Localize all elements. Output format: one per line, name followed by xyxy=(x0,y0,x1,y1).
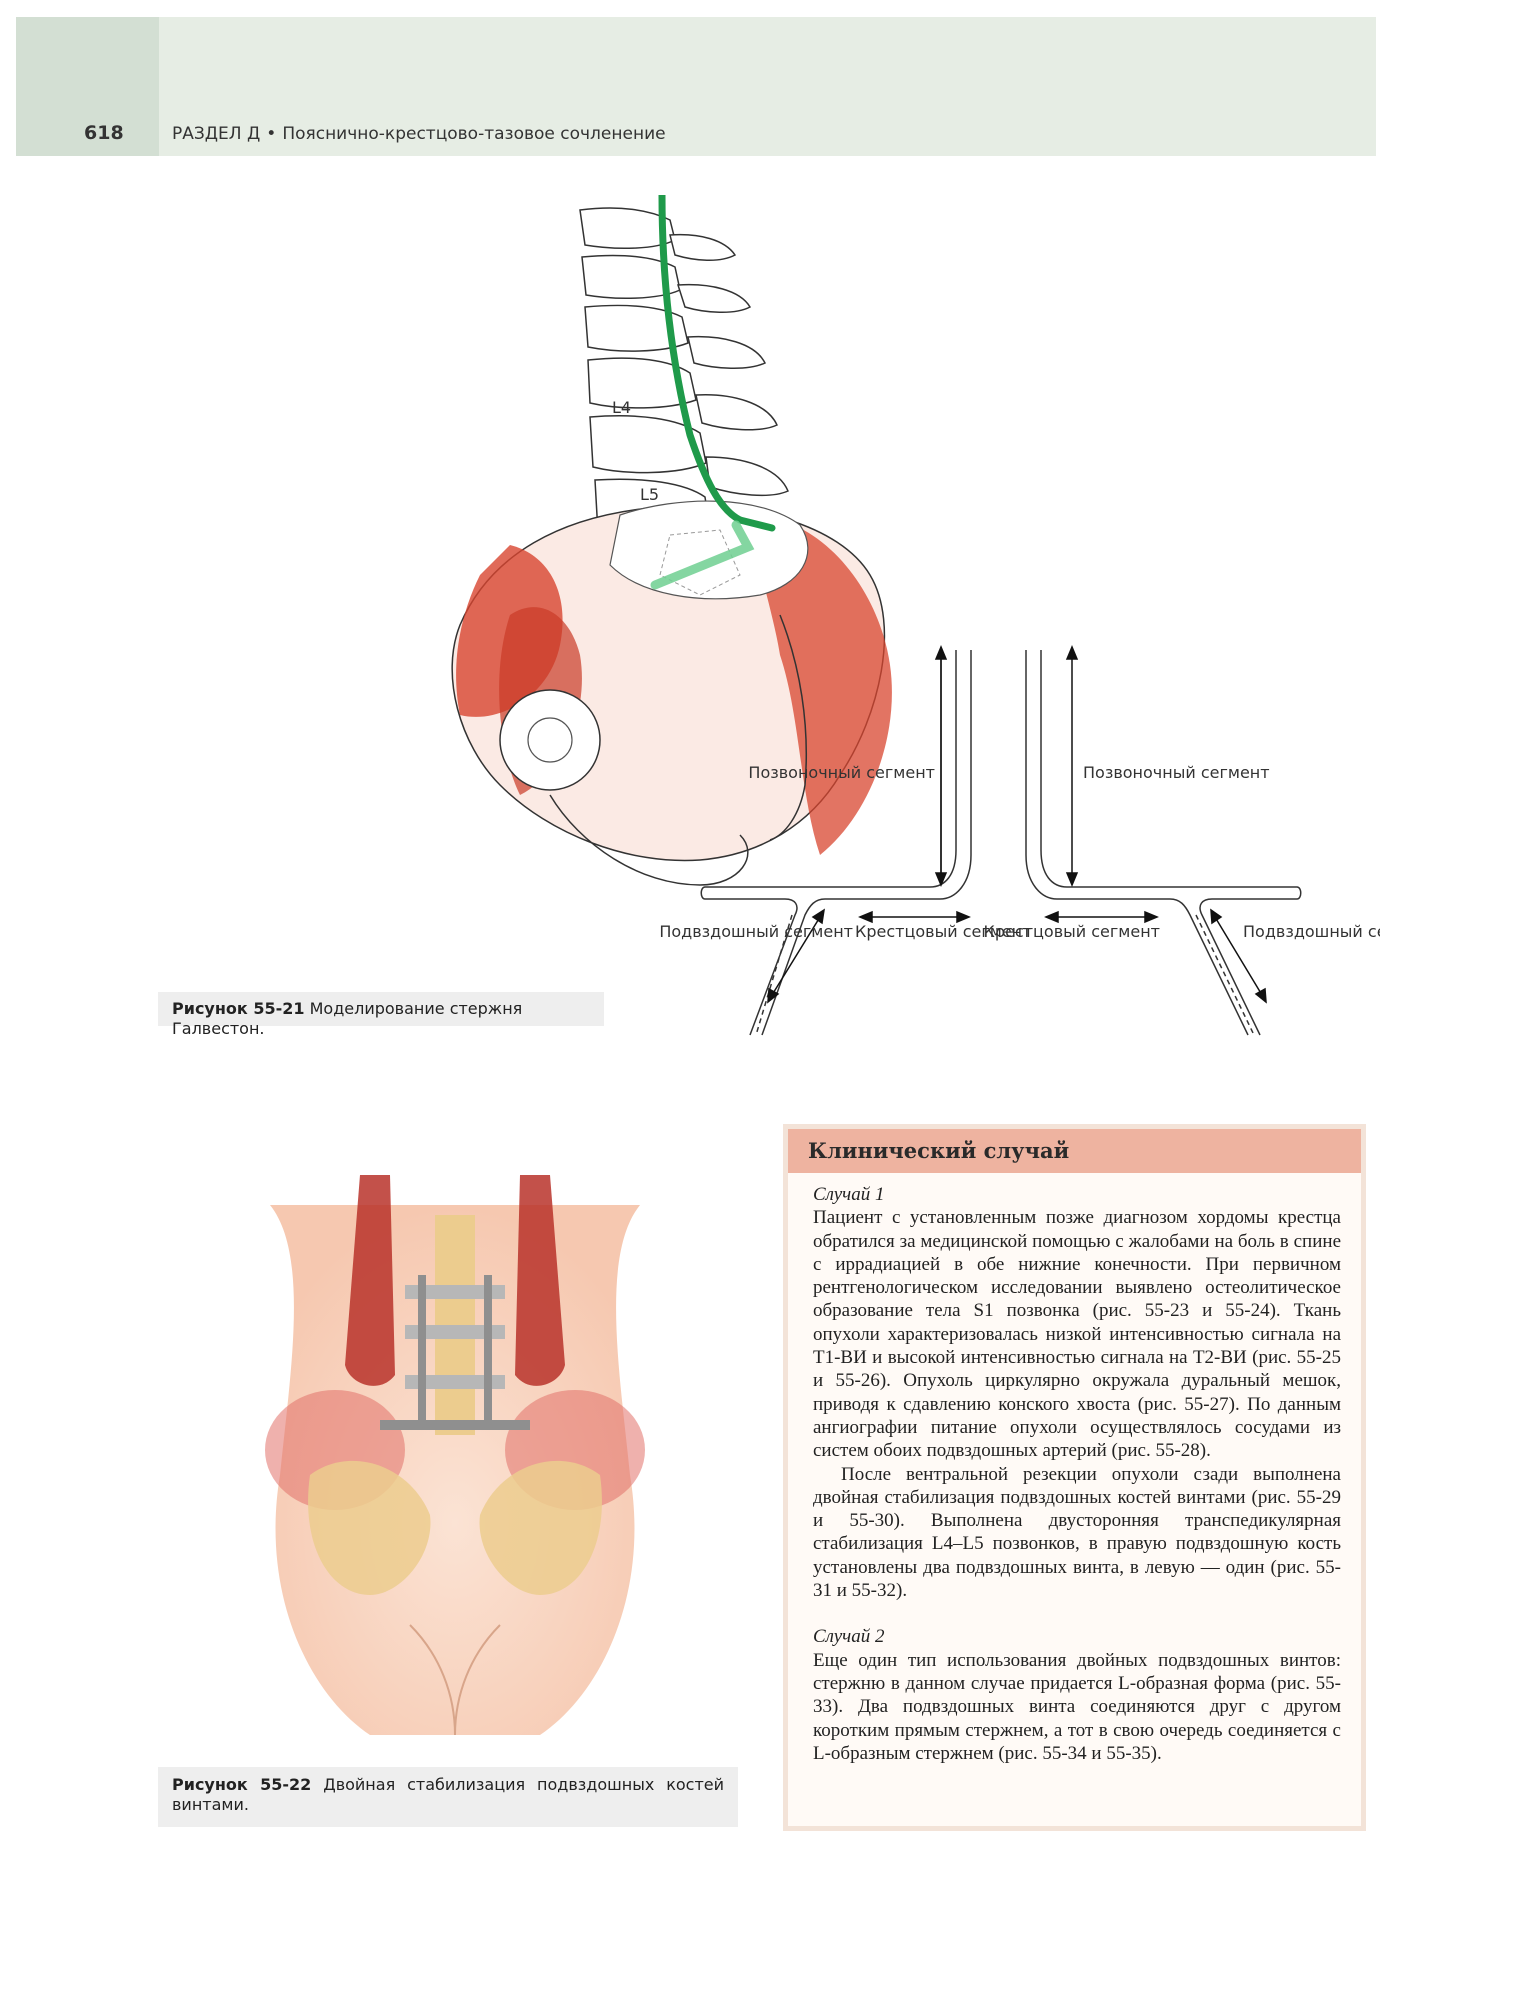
label-iliac-left: Подвздошный сегмент xyxy=(659,922,853,941)
case1-label: Случай 1 xyxy=(813,1184,885,1205)
label-sacral-right: Крестцовый сегмент xyxy=(984,922,1160,941)
left-muscle xyxy=(345,1175,395,1386)
vertebra-label-l4: L4 xyxy=(612,398,631,417)
right-iliac xyxy=(479,1460,602,1595)
dimension-arrows xyxy=(767,645,1267,1004)
case1-paragraph-1: Пациент с установленным позже диагнозом … xyxy=(813,1207,1341,1462)
caption-text: Моделирование стержня Галвестон. xyxy=(172,999,523,1038)
clinical-case-box: Клинический случай Случай 1 Пациент с ус… xyxy=(783,1124,1366,1831)
galveston-rod xyxy=(650,195,776,590)
case-body: Случай 1 Пациент с установленным позже д… xyxy=(788,1173,1361,1765)
case2-paragraph-1: Еще один тип использования двойных подвз… xyxy=(813,1649,1341,1764)
vertebra-label-l5: L5 xyxy=(640,485,659,504)
right-muscle xyxy=(515,1175,565,1386)
label-iliac-right: Подвздошный сегмент xyxy=(1243,922,1380,941)
figure-galveston-rod: L4 L5 Позвоночный сегмент Позвоночный се… xyxy=(451,195,1380,1036)
figure-caption: Рисунок 55-21 Моделирование стержня Галв… xyxy=(158,992,604,1038)
label-sacral-left: Крестцовый сегмент xyxy=(855,922,1031,941)
page-header xyxy=(16,17,1376,156)
case1-paragraph-2: После вентральной резекции опухоли сзади… xyxy=(813,1463,1341,1602)
rod-diagram-right xyxy=(1025,650,1302,1036)
caption-label: Рисунок 55-21 xyxy=(172,999,305,1018)
header-tab xyxy=(16,17,159,156)
figure-dual-iliac-fixation xyxy=(265,1175,645,1735)
case-title: Клинический случай xyxy=(788,1129,1361,1173)
label-spinal-right: Позвоночный сегмент xyxy=(1083,763,1270,782)
bullet: • xyxy=(266,124,277,144)
case2-label: Случай 2 xyxy=(813,1626,885,1648)
page-number: 618 xyxy=(84,122,124,144)
caption-text: Двойная стабилизация подвздошных костей … xyxy=(172,1775,724,1814)
pelvis-illustration xyxy=(451,500,892,886)
caption-label: Рисунок 55-22 xyxy=(172,1775,312,1794)
figure-caption-2: Рисунок 55-22 Двойная стабилизация подвз… xyxy=(158,1767,738,1827)
running-head: РАЗДЕЛ Д•Пояснично-крестцово-тазовое соч… xyxy=(172,124,666,144)
section-title: Пояснично-крестцово-тазовое сочленение xyxy=(282,124,666,144)
label-spinal-left: Позвоночный сегмент xyxy=(748,763,935,782)
spine-illustration xyxy=(579,207,789,539)
left-iliac xyxy=(308,1460,431,1595)
spine-and-instrumentation xyxy=(380,1215,530,1435)
section-label: РАЗДЕЛ Д xyxy=(172,124,261,144)
